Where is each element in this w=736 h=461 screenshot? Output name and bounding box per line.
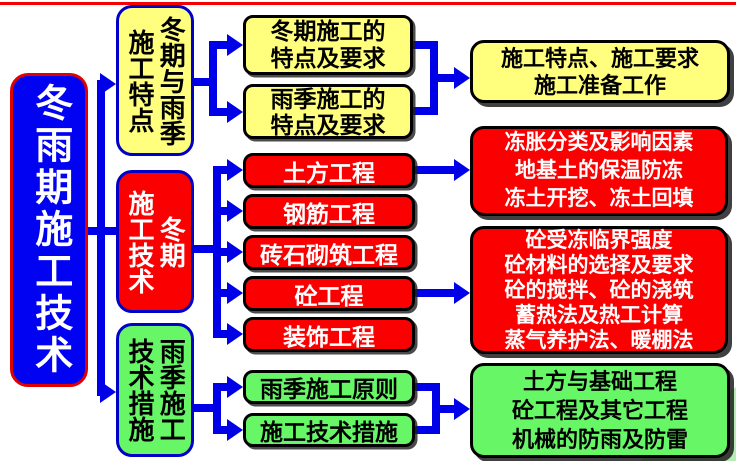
result-label: 砼受冻临界强度 砼材料的选择及要求 砼的搅拌、砼的浇筑 蓄热法及热工计算 蒸气养… <box>504 228 694 352</box>
node-label: 装饰工程 <box>283 323 375 350</box>
node-rainy-principles: 雨季施工原则 <box>243 370 415 404</box>
node-label: 雨季施工原则 <box>260 376 398 402</box>
result-label: 土方与基础工程 砼工程及其它工程 机械的防雨及防雷 <box>511 369 688 452</box>
node-winter-construction-features: 冬期施工的 特点及要求 <box>243 15 413 75</box>
node-masonry-works: 砖石砌筑工程 <box>243 235 415 270</box>
result-rainy-measures: 土方与基础工程 砼工程及其它工程 机械的防雨及防雷 <box>470 363 730 458</box>
node-label: 砖石砌筑工程 <box>260 241 398 268</box>
header-winter-technology-label: 冬期 施工技术 <box>125 189 187 294</box>
root-label: 冬雨期施工技术 <box>28 83 71 377</box>
node-concrete-works: 砼工程 <box>243 276 415 311</box>
node-decoration-works: 装饰工程 <box>243 317 415 352</box>
result-features-requirements: 施工特点、施工要求 施工准备工作 <box>470 40 730 103</box>
result-concrete-winter: 砼受冻临界强度 砼材料的选择及要求 砼的搅拌、砼的浇筑 蓄热法及热工计算 蒸气养… <box>470 226 728 354</box>
node-label: 土方工程 <box>283 159 375 186</box>
top-border-line <box>0 2 736 5</box>
node-label: 施工技术措施 <box>260 419 398 445</box>
node-earthwork: 土方工程 <box>243 153 415 188</box>
header-features-label: 冬期与雨季 施工特点 <box>125 15 187 146</box>
result-frost-heave: 冻胀分类及影响因素 地基土的保温防冻 冻土开挖、冻土回填 <box>470 126 728 216</box>
node-rainy-construction-features: 雨季施工的 特点及要求 <box>243 84 413 139</box>
header-features-node: 冬期与雨季 施工特点 <box>116 5 194 156</box>
node-label: 雨季施工的 特点及要求 <box>270 85 386 138</box>
root-node: 冬雨期施工技术 <box>10 73 88 387</box>
header-rainy-measures-label: 雨季施工 技术措施 <box>125 338 187 442</box>
result-label: 冻胀分类及影响因素 地基土的保温防冻 冻土开挖、冻土回填 <box>504 131 694 210</box>
header-winter-technology-node: 冬期 施工技术 <box>116 170 194 313</box>
node-rebar-works: 钢筋工程 <box>243 194 415 229</box>
result-label: 施工特点、施工要求 施工准备工作 <box>500 45 699 98</box>
node-technical-measures: 施工技术措施 <box>243 413 415 447</box>
header-rainy-measures-node: 雨季施工 技术措施 <box>116 323 194 457</box>
node-label: 砼工程 <box>294 282 364 309</box>
node-label: 冬期施工的 特点及要求 <box>270 18 386 71</box>
node-label: 钢筋工程 <box>283 200 375 227</box>
